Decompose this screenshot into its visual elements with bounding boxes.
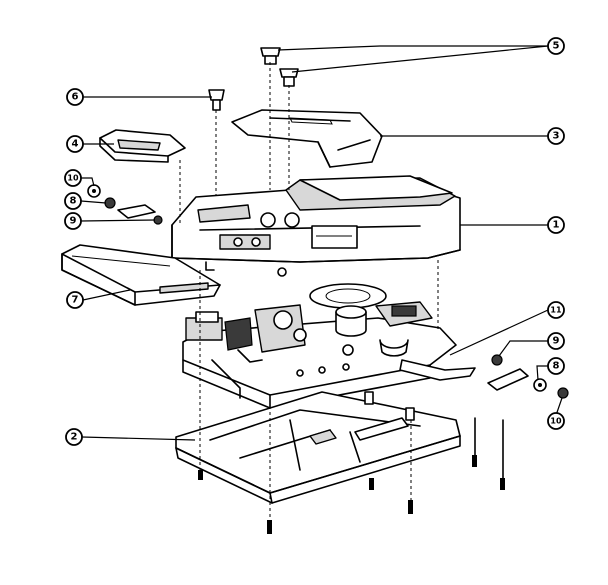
- callout-9-left: 9: [64, 212, 82, 230]
- part-left-hardware: [87, 184, 163, 225]
- callout-9-right-label: 9: [553, 336, 560, 347]
- callout-3-label: 3: [553, 131, 560, 142]
- callout-10-left-label: 10: [67, 174, 79, 183]
- leader-lines: [80, 45, 563, 441]
- callout-7: 7: [66, 291, 84, 309]
- part-right-hardware: [487, 354, 569, 399]
- callout-7-label: 7: [72, 295, 79, 306]
- part-chassis: [182, 283, 457, 409]
- callout-4: 4: [66, 135, 84, 153]
- callout-8-left: 8: [64, 192, 82, 210]
- callout-2-label: 2: [71, 432, 78, 443]
- callout-6: 6: [66, 88, 84, 106]
- callout-10-right-label: 10: [550, 417, 562, 426]
- callout-5-label: 5: [553, 41, 560, 52]
- callout-10-left: 10: [64, 169, 82, 187]
- callout-10-right: 10: [547, 412, 565, 430]
- part-bracket: [99, 129, 186, 163]
- callout-1-label: 1: [553, 220, 560, 231]
- part-knobs: [260, 47, 299, 87]
- callout-2: 2: [65, 428, 83, 446]
- callout-11-label: 11: [550, 306, 562, 315]
- callout-9-left-label: 9: [70, 216, 77, 227]
- part-side-panel: [61, 244, 221, 306]
- callout-8-right-label: 8: [553, 361, 560, 372]
- callout-1: 1: [547, 216, 565, 234]
- part-strap: [399, 359, 476, 381]
- callout-6-label: 6: [72, 92, 79, 103]
- part-pin: [208, 89, 225, 200]
- callout-11: 11: [547, 301, 565, 319]
- callout-4-label: 4: [72, 139, 79, 150]
- callout-3: 3: [547, 127, 565, 145]
- part-main-housing: [171, 175, 461, 277]
- callout-8-right: 8: [547, 357, 565, 375]
- part-screws: [179, 62, 505, 534]
- callout-9-right: 9: [547, 332, 565, 350]
- callout-8-left-label: 8: [70, 196, 77, 207]
- part-bottom-tray: [175, 391, 461, 504]
- part-top-cover: [231, 109, 383, 168]
- callout-5: 5: [547, 37, 565, 55]
